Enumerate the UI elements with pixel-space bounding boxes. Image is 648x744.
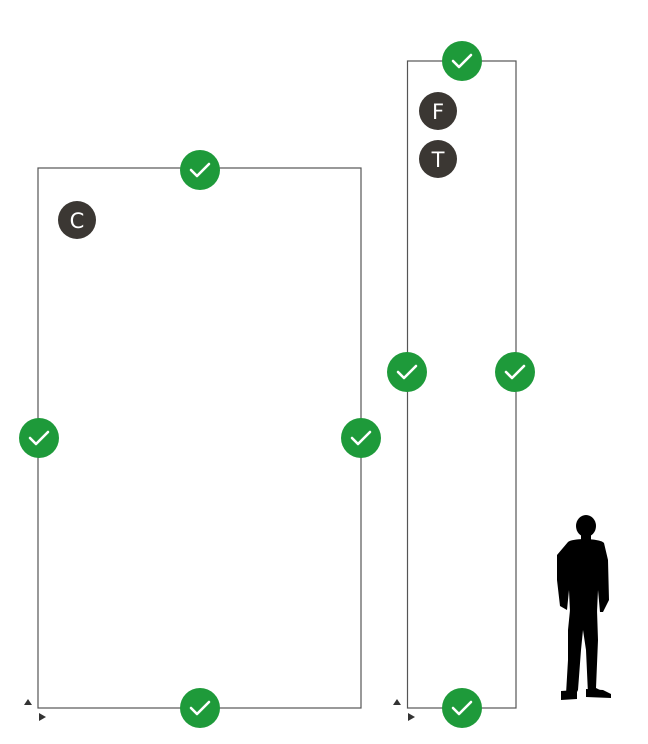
triangle-marker-icon [408,713,415,721]
letter-badge-c-label: C [70,209,85,233]
letter-badge-t: T [419,140,457,178]
letter-badge-t-label: T [431,148,445,172]
check-icon [180,150,220,190]
letter-badge-f-label: F [432,100,444,124]
large-panel-frame [37,167,362,709]
letter-badge-c: C [58,201,96,239]
check-icon [341,418,381,458]
letter-badge-f: F [419,92,457,130]
check-icon [495,352,535,392]
check-icon [19,418,59,458]
check-icon [442,688,482,728]
triangle-marker-icon [39,713,46,721]
triangle-marker-icon [24,699,32,705]
check-icon [180,688,220,728]
check-icon [387,352,427,392]
person-silhouette-icon [557,515,611,700]
check-icon [442,41,482,81]
origin-marker-tall-panel [393,699,415,721]
triangle-marker-icon [393,699,401,705]
origin-marker-large-panel [24,699,46,721]
